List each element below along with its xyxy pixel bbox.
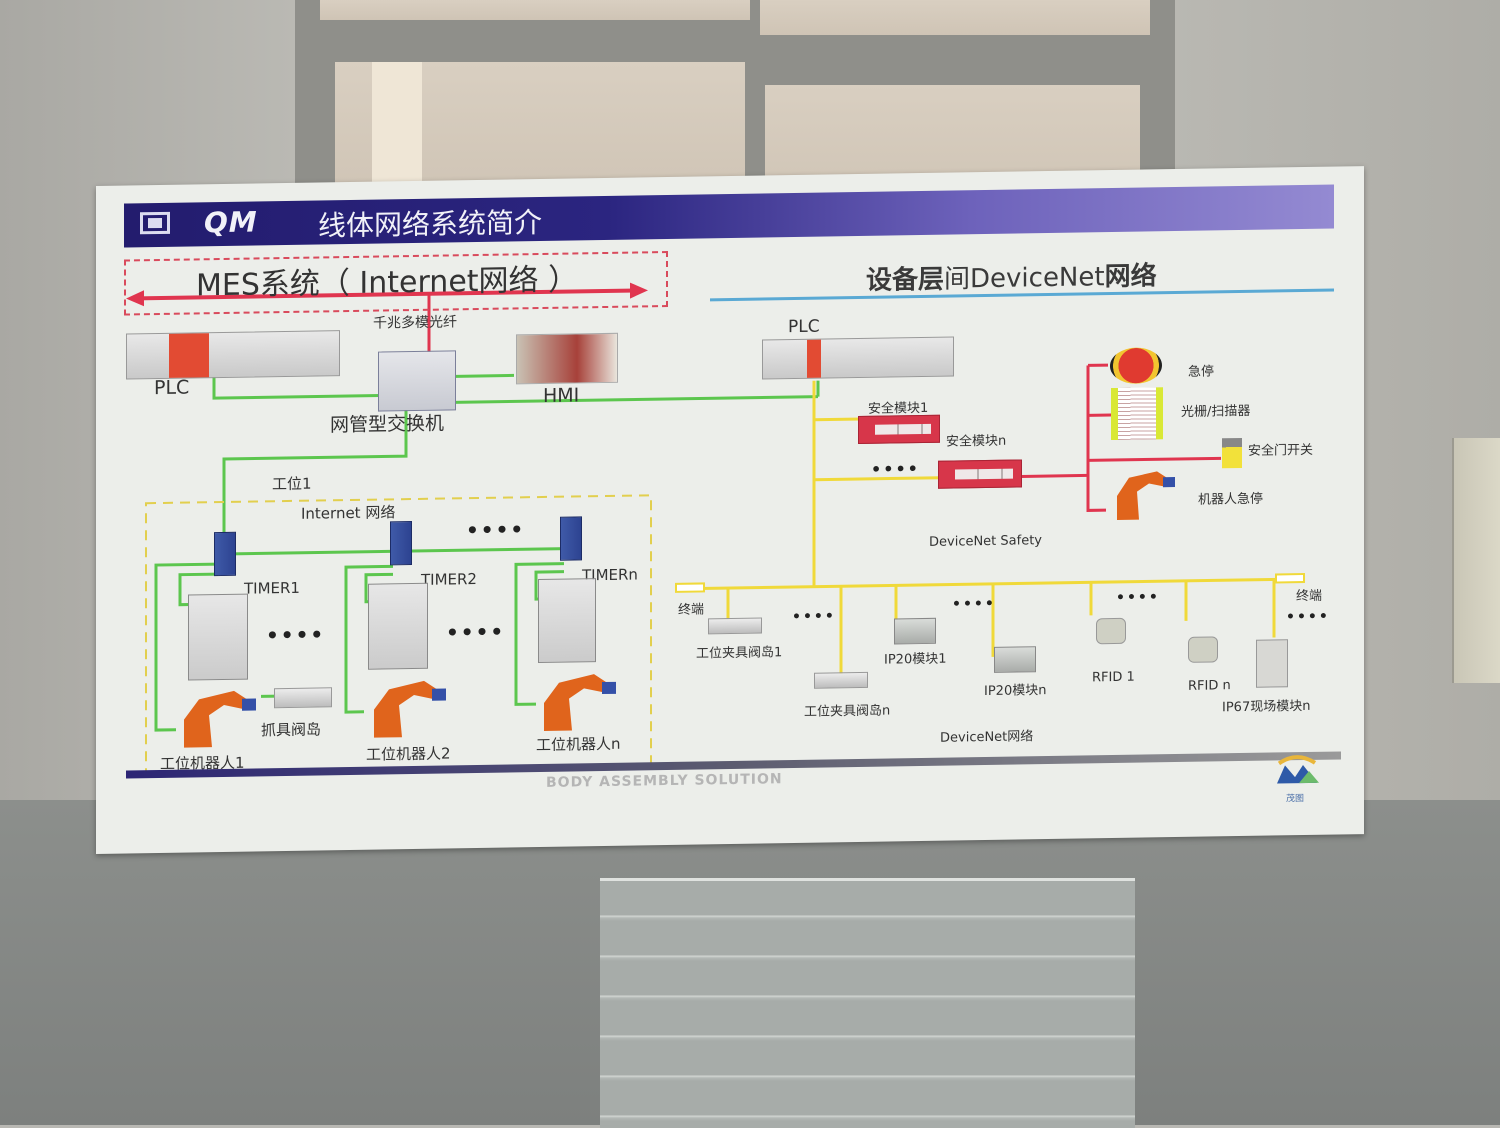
safety-module-label: 安全模块n <box>946 433 1007 450</box>
timer-switch-image <box>560 516 582 561</box>
window-pane <box>320 0 750 20</box>
device-label: IP20模块n <box>984 683 1047 700</box>
plc-device-image <box>762 336 954 380</box>
timer-label: TIMER2 <box>421 570 477 589</box>
mes-network-label: MES系统（ Internet网络 ） <box>196 262 579 304</box>
ellipsis: •••• <box>266 622 326 648</box>
network-wiring <box>126 282 1305 775</box>
safety-module-label: 安全模块1 <box>868 400 929 417</box>
internet-group-label: Internet 网络 <box>301 503 396 523</box>
hmi-label: HMI <box>543 384 580 407</box>
safety-links <box>1021 363 1221 512</box>
safety-device-label: 机器人急停 <box>1198 491 1264 508</box>
station-label: 工位1 <box>272 474 312 494</box>
company-logo-icon <box>1277 755 1319 784</box>
robot-arm-icon <box>374 680 446 738</box>
plc-label: PLC <box>788 316 820 338</box>
ellipsis: •••• <box>1286 608 1330 626</box>
plc-label: PLC <box>154 376 190 400</box>
timer-switch-image <box>390 521 412 566</box>
devicenet-network-label: DeviceNet网络 <box>940 729 1034 746</box>
device-label: 工位夹具阀岛n <box>804 703 891 720</box>
gripper-valve-label: 抓具阀岛 <box>261 720 322 740</box>
light-curtain-icon <box>1111 387 1163 441</box>
safety-module-image <box>858 414 940 445</box>
safety-module-image <box>938 459 1022 489</box>
logo-caption: 茂图 <box>1286 794 1305 805</box>
ethernet-links <box>154 373 820 732</box>
network-poster: QM 线体网络系统简介 <box>96 166 1364 854</box>
fiber-label: 千兆多模光纤 <box>373 314 457 332</box>
terminator-left <box>675 582 705 593</box>
ellipsis: •••• <box>871 459 920 479</box>
rfid-reader-image <box>1096 617 1126 645</box>
ellipsis: •••• <box>952 595 996 613</box>
controller-cabinet-image <box>188 593 248 681</box>
controller-cabinet-image <box>368 582 428 670</box>
devicenet-title-bold-1: 设备层 <box>866 264 945 296</box>
ellipsis: •••• <box>466 517 526 543</box>
window-pane <box>760 0 1150 35</box>
fixture-valve-island-image <box>814 671 868 689</box>
safety-device-label: 光栅/扫描器 <box>1181 403 1251 420</box>
rfid-reader-image <box>1188 636 1218 663</box>
device-label: 工位夹具阀岛1 <box>696 645 783 662</box>
robot-label: 工位机器人n <box>536 734 621 755</box>
ip67-field-module-image <box>1256 639 1288 688</box>
plc-cpu-module <box>807 339 821 378</box>
ip20-module-image <box>894 617 936 645</box>
ellipsis: •••• <box>792 608 836 626</box>
device-label: RFID n <box>1188 678 1231 694</box>
device-label: IP20模块1 <box>884 651 947 668</box>
ellipsis: •••• <box>446 619 506 645</box>
devicenet-links <box>676 380 1301 675</box>
hmi-device-image <box>516 332 618 385</box>
robot-arm-icon <box>184 690 256 748</box>
mes-double-arrow <box>126 282 648 307</box>
ellipsis: •••• <box>1116 589 1160 606</box>
controller-cabinet-image <box>538 578 596 664</box>
robot-label: 工位机器人2 <box>366 744 451 764</box>
terminator-right <box>1275 573 1305 584</box>
devicenet-title-bold-2: 网络 <box>1104 261 1157 293</box>
window-light-reflection <box>372 62 422 202</box>
fixture-valve-island-image <box>708 617 762 635</box>
robot-arm-icon <box>1117 471 1175 520</box>
timer-label: TIMER1 <box>244 578 300 598</box>
safety-device-label: 急停 <box>1188 364 1215 380</box>
wall-electrical-box <box>1452 438 1500 683</box>
gripper-valve-island-image <box>274 687 332 709</box>
terminator-label: 终端 <box>678 602 705 618</box>
metal-shutter <box>600 878 1135 1128</box>
robot-arm-icon <box>544 674 616 731</box>
timer-switch-image <box>214 531 236 577</box>
devicenet-title-regular: 间DeviceNet <box>944 262 1105 295</box>
safety-door-switch-icon <box>1222 437 1242 469</box>
safety-device-label: 安全门开关 <box>1248 442 1314 459</box>
plc-cpu-module <box>169 333 209 378</box>
devicenet-section-title: 设备层间DeviceNet网络 <box>866 255 1157 297</box>
ip20-module-image <box>994 646 1036 673</box>
devicenet-safety-label: DeviceNet Safety <box>929 533 1042 550</box>
managed-switch-label: 网管型交换机 <box>330 412 445 437</box>
managed-switch-image <box>378 350 456 412</box>
device-label: RFID 1 <box>1092 669 1135 686</box>
terminator-label: 终端 <box>1296 588 1323 605</box>
device-label: IP67现场模块n <box>1222 698 1311 716</box>
plc-device-image <box>126 330 340 380</box>
